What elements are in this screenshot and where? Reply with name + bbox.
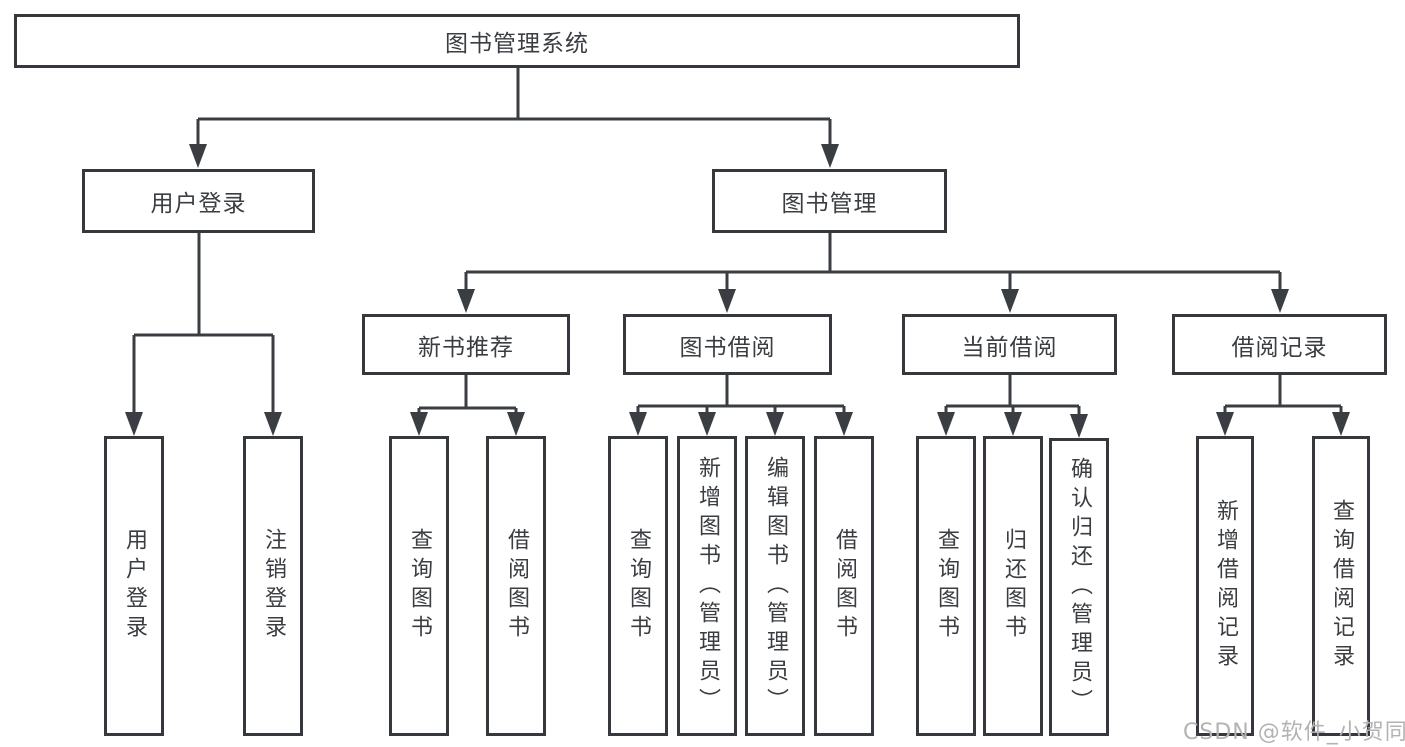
leaf-logout: 注销登录	[243, 436, 303, 736]
connector-bookborrowing-leaves	[636, 375, 846, 414]
leaf-logout-label: 注销登录	[261, 528, 286, 644]
connector-bookmgmt-level3	[464, 232, 1282, 291]
leaf-query-borrow-record: 查询借阅记录	[1312, 436, 1370, 736]
leaf-borrow-books-borrow-label: 借阅图书	[832, 528, 857, 644]
leaf-query-borrow-record-label: 查询借阅记录	[1329, 499, 1354, 673]
leaf-query-books-current-label: 查询图书	[934, 528, 959, 644]
leaf-edit-books-admin-label: 编辑图书（管理员）	[763, 455, 788, 717]
leaf-return-books: 归还图书	[983, 436, 1043, 736]
leaf-borrow-books-borrow: 借阅图书	[814, 436, 874, 736]
leaf-borrow-books-rec: 借阅图书	[486, 436, 546, 736]
node-current-borrowing-label: 当前借阅	[961, 334, 1058, 361]
leaf-add-books-admin-label: 新增图书（管理员）	[695, 455, 720, 717]
leaf-confirm-return-admin: 确认归还（管理员）	[1049, 438, 1109, 736]
node-book-mgmt: 图书管理	[712, 169, 947, 233]
leaf-edit-books-admin: 编辑图书（管理员）	[745, 436, 805, 736]
csdn-watermark: CSDN @软件_小贺同学	[1183, 720, 1405, 745]
leaf-query-books-borrow: 查询图书	[608, 436, 668, 736]
connector-newbookrec-leaves	[417, 375, 518, 414]
leaf-query-books-rec: 查询图书	[389, 436, 449, 736]
connector-root-level2	[196, 68, 832, 146]
node-book-borrowing: 图书借阅	[623, 314, 832, 375]
node-current-borrowing: 当前借阅	[902, 314, 1117, 375]
node-user-login-label: 用户登录	[150, 191, 247, 217]
node-new-book-rec-label: 新书推荐	[418, 334, 514, 361]
leaf-borrow-books-rec-label: 借阅图书	[504, 528, 529, 644]
connector-currentborrowing-leaves	[944, 375, 1081, 416]
node-new-book-rec: 新书推荐	[362, 314, 570, 375]
leaf-confirm-return-admin-label: 确认归还（管理员）	[1067, 456, 1092, 718]
leaf-user-login-label: 用户登录	[122, 528, 147, 644]
leaf-add-borrow-record: 新增借阅记录	[1196, 436, 1254, 736]
leaf-return-books-label: 归还图书	[1001, 528, 1026, 644]
connector-userlogin-leaves	[132, 232, 275, 414]
leaf-user-login: 用户登录	[104, 436, 164, 736]
connector-borrowrecords-leaves	[1223, 375, 1343, 414]
node-book-borrowing-label: 图书借阅	[679, 334, 776, 361]
node-root-label: 图书管理系统	[445, 31, 589, 57]
leaf-query-books-current: 查询图书	[916, 436, 976, 736]
leaf-query-books-rec-label: 查询图书	[407, 528, 432, 644]
node-borrowing-records-label: 借阅记录	[1231, 334, 1328, 361]
node-book-mgmt-label: 图书管理	[781, 191, 878, 217]
node-user-login: 用户登录	[82, 169, 315, 233]
leaf-query-books-borrow-label: 查询图书	[626, 528, 651, 644]
leaf-add-books-admin: 新增图书（管理员）	[677, 436, 737, 736]
node-root: 图书管理系统	[14, 14, 1020, 68]
leaf-add-borrow-record-label: 新增借阅记录	[1213, 499, 1238, 673]
node-borrowing-records: 借阅记录	[1172, 314, 1387, 375]
